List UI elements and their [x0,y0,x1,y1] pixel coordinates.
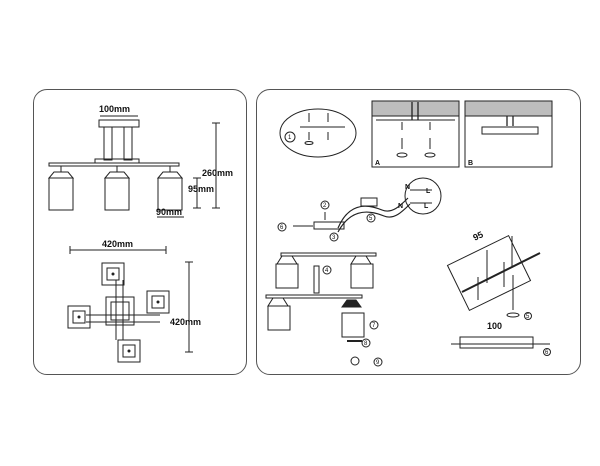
step-2-number: 2 [323,203,327,209]
ceiling-panel-a [371,100,460,168]
terminal-block [360,197,378,207]
plan-shade-top [101,262,125,286]
step-9-marker [373,357,383,367]
step-3-number: 3 [332,235,336,241]
step-6-marker [277,222,287,232]
center-stem [313,265,320,294]
plan-view [67,246,193,363]
shade-3 [157,177,183,211]
stem-left [103,126,113,161]
panel-installation [256,89,581,375]
step-8-number: 8 [364,341,368,347]
bulb [350,356,360,366]
height-label: 260mm [202,168,233,178]
main-arm [48,162,180,167]
assembly-shade-4 [341,312,365,338]
plan-canopy [105,296,135,326]
step-5-bracket [506,312,520,318]
step-9-number: 9 [376,360,380,366]
step-4-number: 4 [325,268,329,274]
step-1-marker [284,131,296,143]
step-1-number: 1 [288,135,292,141]
shade-width-label: 90mm [156,207,182,217]
step-7-number: 7 [372,323,376,329]
live-label: L [426,188,431,195]
step-2-marker [320,200,330,210]
step-5-number: 5 [369,216,373,222]
step-7-marker [369,320,379,330]
step-6-number: 6 [280,225,284,231]
stem-right [123,126,133,161]
step-3-marker [329,232,339,242]
plan-width-label: 420mm [102,239,133,249]
step-5-marker [366,213,376,223]
assembly-arm [280,252,377,257]
neutral-label: N [405,184,410,191]
mounted-canopy [481,126,539,135]
bracket-detail [446,234,551,356]
bracket-length-label: 100 [487,321,502,331]
step-6-bracket-number: 6 [545,350,549,356]
plan-shade-left [67,305,91,329]
plan-shade-bottom [117,339,141,363]
shade-2 [104,177,130,211]
assembly-shade-2 [350,263,374,289]
assembly-shade-1 [275,263,299,289]
step-5-bracket-number: 5 [526,314,530,320]
top-width-label: 100mm [99,104,130,114]
fixture-assembly [265,200,383,367]
mounting-plate [313,221,345,230]
step-1-bubble [279,108,357,158]
step-4-marker [322,265,332,275]
mounting-bracket [459,336,534,349]
ceiling-panel-b [464,100,553,168]
assembly-shade-3 [267,305,291,331]
step-6-bracket [543,348,551,356]
shade-cap-3 [156,171,184,179]
side-elevation [47,115,220,218]
lower-arm [265,294,363,299]
live-label-2: L [424,203,429,210]
shade-height-label: 95mm [188,184,214,194]
shade-1 [48,177,74,211]
hole-spacing-label: 95 [471,229,484,242]
ceiling-canopy [98,119,140,128]
step-8-marker [361,338,371,348]
panel-b-label: B [468,160,473,167]
neutral-label-2: N [398,203,403,210]
panel-a-label: A [375,160,380,167]
shade-cap-1 [47,171,75,179]
panel-dimensions [33,89,247,375]
wiring-detail [337,177,442,233]
plan-depth-label: 420mm [170,317,201,327]
shade-cap-2 [103,171,131,179]
plan-shade-right [146,290,170,314]
